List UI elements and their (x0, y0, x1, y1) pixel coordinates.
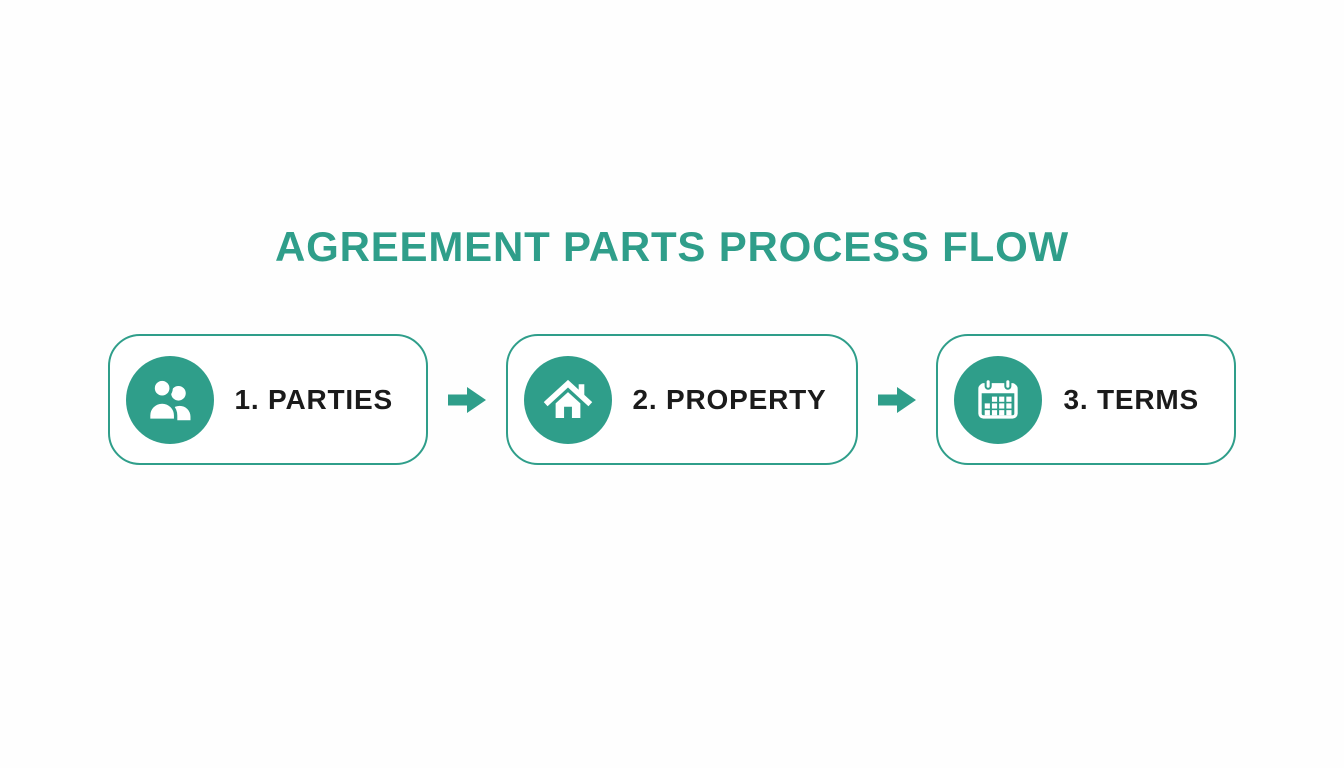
step-label: 3. TERMS (1063, 383, 1200, 415)
house-icon (543, 379, 592, 418)
step-box-property: 2. PROPERTY (505, 334, 859, 466)
step-icon-badge (523, 355, 612, 444)
arrow-right-icon (446, 384, 488, 416)
process-flow: 1. PARTIES 2. PROPERTY (107, 334, 1237, 466)
step-icon-badge (125, 355, 214, 444)
arrow-right-icon (876, 384, 918, 416)
calendar-icon (978, 377, 1019, 419)
step-icon-badge (954, 355, 1043, 444)
people-icon (146, 377, 190, 422)
step-box-terms: 3. TERMS (936, 334, 1237, 466)
diagram-title: AGREEMENT PARTS PROCESS FLOW (275, 223, 1069, 270)
step-label: 2. PROPERTY (632, 383, 827, 415)
step-label: 1. PARTIES (234, 383, 393, 415)
step-box-parties: 1. PARTIES (107, 334, 428, 466)
